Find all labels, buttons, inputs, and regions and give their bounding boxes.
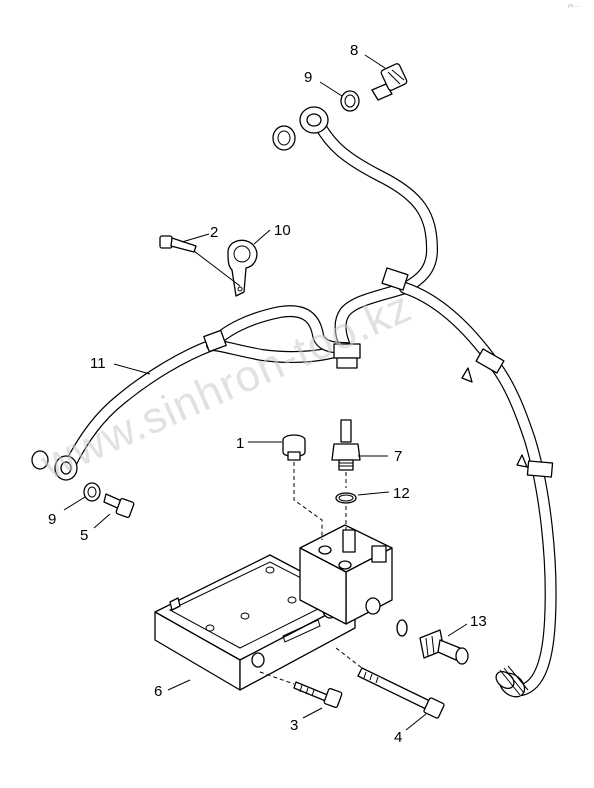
washer-9-upper: [340, 90, 360, 112]
banjo-bolt-8: [371, 63, 408, 101]
callout-10: 10: [274, 222, 291, 239]
bolt-4: [357, 667, 445, 719]
watermark-text: www.sinhron-too.kz: [33, 282, 419, 490]
washer-upper-left: [272, 125, 296, 151]
callout-8: 8: [350, 42, 358, 59]
oil-pipe-assembly: [54, 106, 557, 698]
callout-6: 6: [154, 683, 162, 700]
fitting-13: [419, 629, 469, 665]
bolt-5: [103, 493, 135, 518]
callout-13: 13: [470, 613, 487, 630]
callout-5: 5: [80, 527, 88, 544]
callout-1: 1: [236, 435, 244, 452]
bolt-3: [293, 681, 343, 708]
callout-12: 12: [393, 485, 410, 502]
callout-labels: 8 9 2 10 11 1 7 12 9 5 6 3 4 13: [48, 42, 487, 746]
callout-9-upper: 9: [304, 69, 312, 86]
callout-3: 3: [290, 717, 298, 734]
callout-2: 2: [210, 224, 218, 241]
callout-11: 11: [90, 355, 106, 372]
o-ring-side: [396, 619, 408, 637]
callout-4: 4: [394, 729, 402, 746]
leader-lines: [63, 54, 468, 731]
bolt-2: [159, 235, 197, 253]
callout-9-lower: 9: [48, 511, 56, 528]
washer-9-lower: [83, 482, 101, 502]
pressure-sensor-7: [331, 419, 361, 471]
clamp-10: [227, 239, 258, 297]
corner-mark: (P) ----: [568, 3, 580, 8]
plug-1: [282, 434, 306, 461]
callout-7: 7: [394, 448, 402, 465]
mounting-bracket-6: [154, 524, 393, 691]
